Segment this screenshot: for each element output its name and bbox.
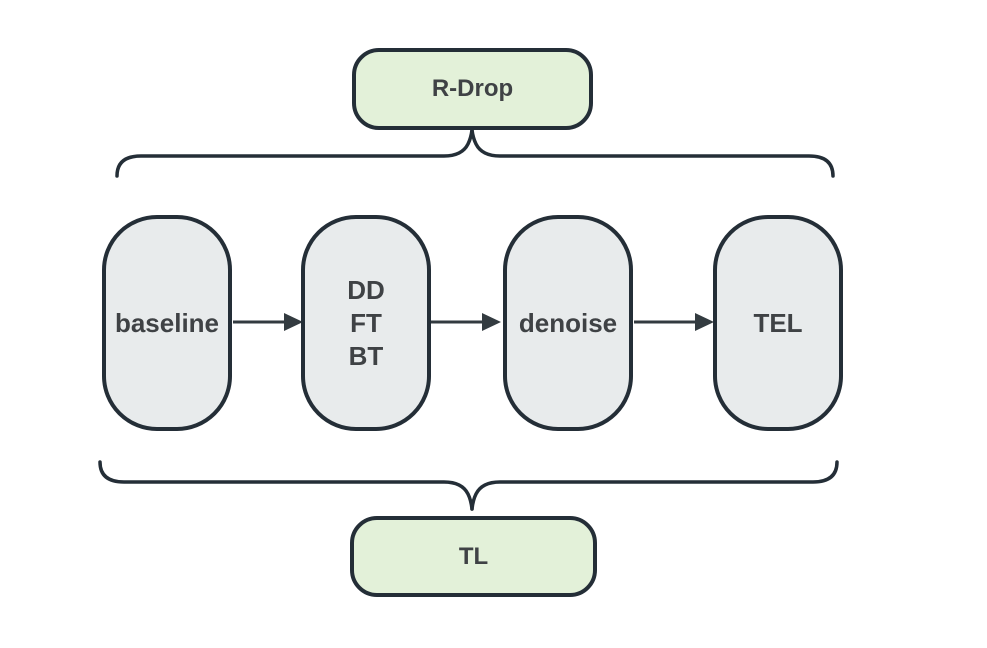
bottom-bracket-label-text: TL xyxy=(458,542,489,570)
node-dd-ft-bt-label: DD FT BT xyxy=(347,274,385,373)
top-brace-left xyxy=(115,128,474,178)
node-dd-ft-bt-line-3: BT xyxy=(348,340,384,371)
node-tel: TEL xyxy=(713,215,843,431)
node-dd-ft-bt-line-2: FT xyxy=(350,307,382,338)
bottom-brace-right xyxy=(470,460,839,511)
node-baseline: baseline xyxy=(102,215,232,431)
top-bracket-label-text: R-Drop xyxy=(431,75,514,102)
arrow-ddftbt-to-denoise-head-icon xyxy=(482,313,501,331)
arrow-baseline-to-ddftbt-head-icon xyxy=(284,313,303,331)
arrow-denoise-to-tel-head-icon xyxy=(695,313,714,331)
node-denoise: denoise xyxy=(503,215,633,431)
bottom-bracket-label-tl: TL xyxy=(350,516,597,597)
node-dd-ft-bt-line-1: DD xyxy=(347,274,385,305)
node-tel-label: TEL xyxy=(753,307,803,338)
node-baseline-label: baseline xyxy=(114,307,220,338)
top-brace-right xyxy=(470,128,835,178)
node-dd-ft-bt: DD FT BT xyxy=(301,215,431,431)
bottom-brace-left xyxy=(98,460,474,511)
top-bracket-label-r-drop: R-Drop xyxy=(352,48,593,130)
node-denoise-label: denoise xyxy=(518,307,618,338)
